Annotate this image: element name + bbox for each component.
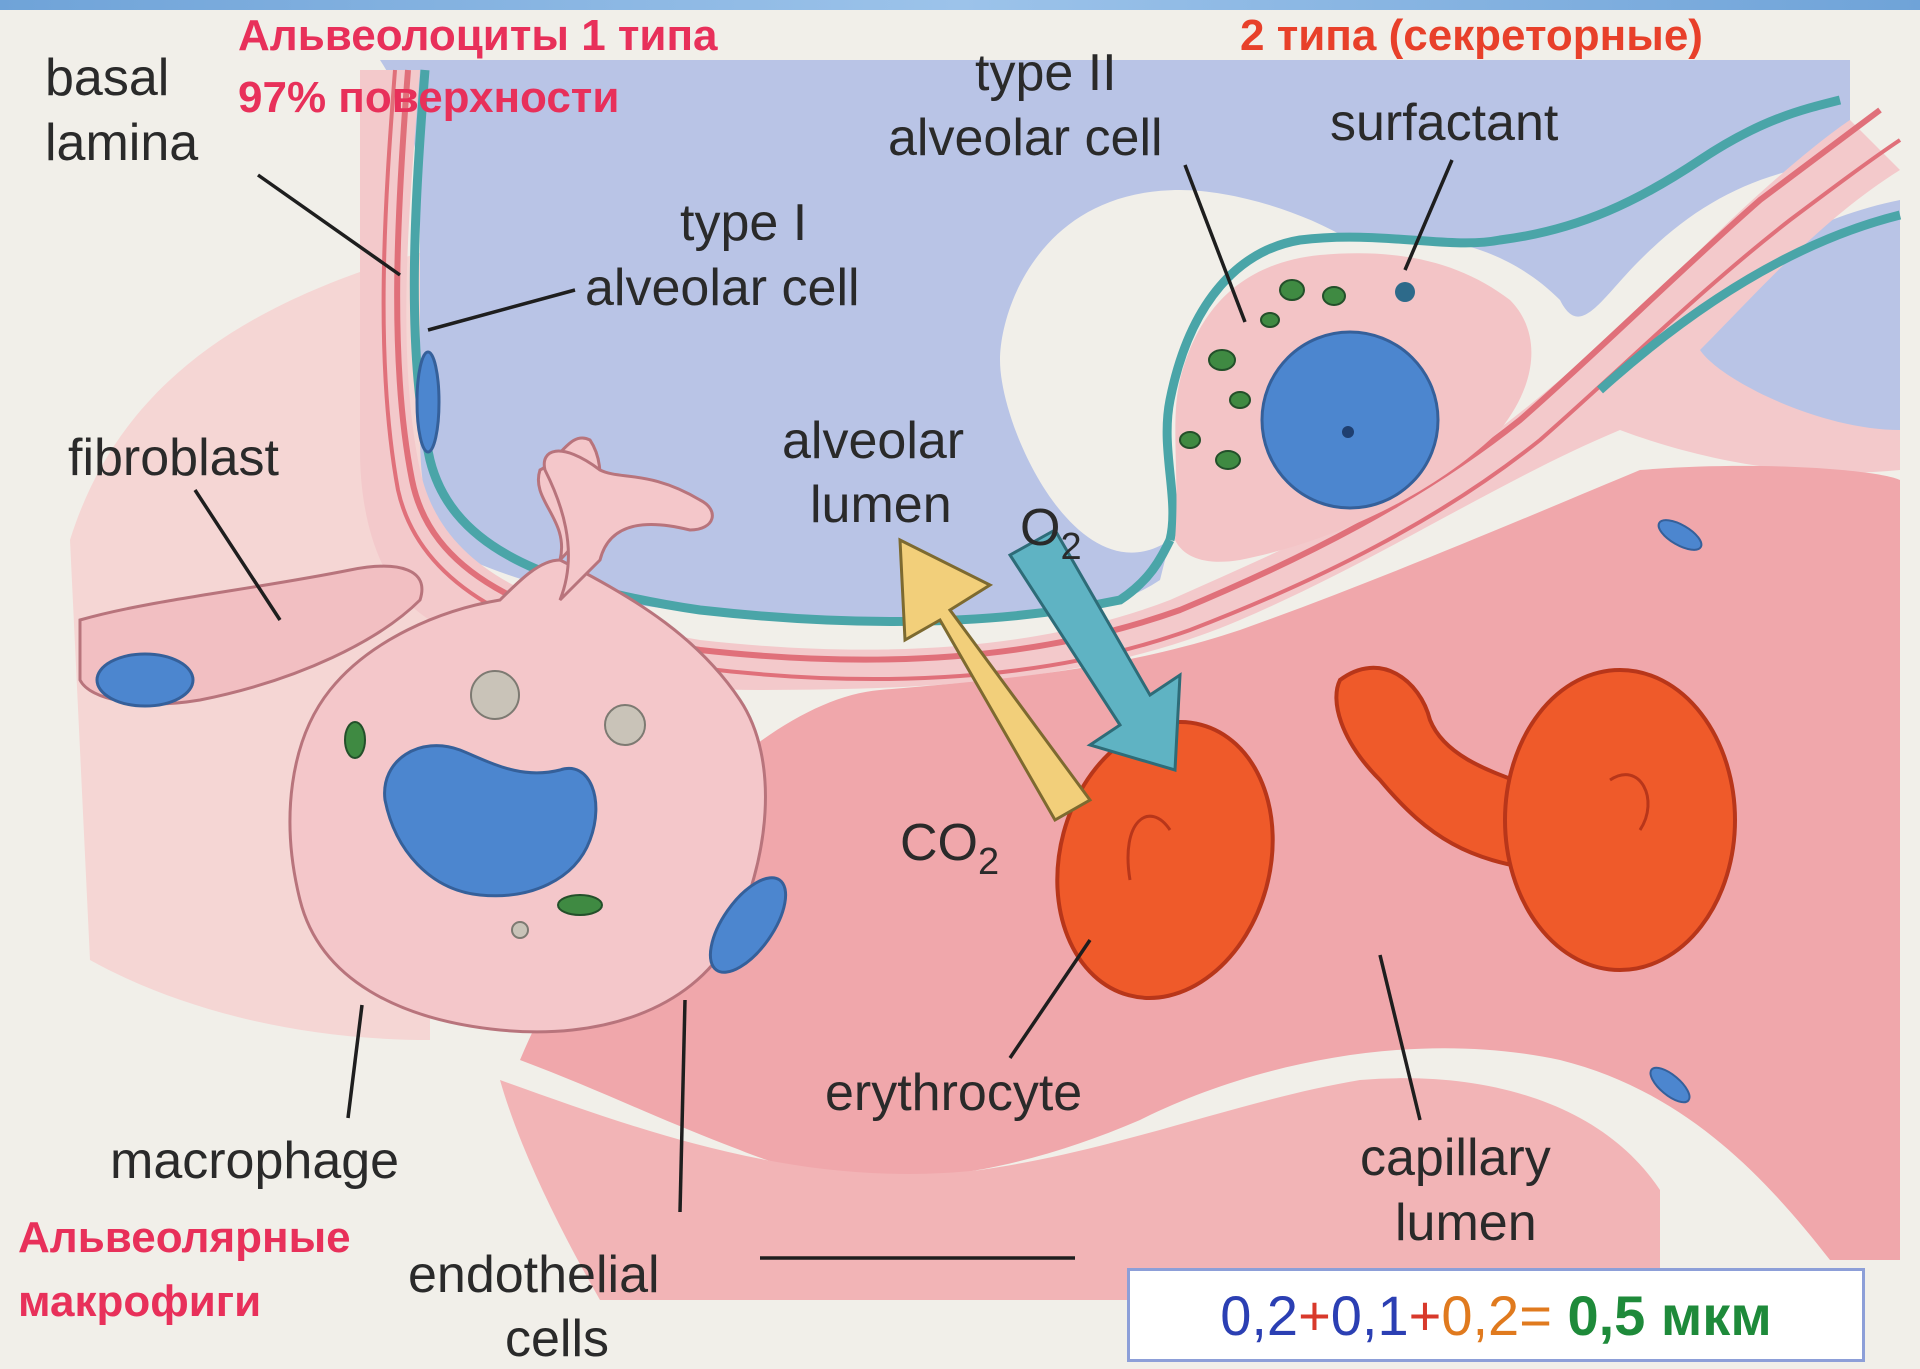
label-fibroblast: fibroblast <box>68 429 280 487</box>
formula-plus-1: + <box>1298 1283 1331 1348</box>
formula-plus-2: + <box>1409 1283 1442 1348</box>
label-erythrocyte: erythrocyte <box>825 1064 1082 1122</box>
label-type-ii: type II <box>975 44 1117 102</box>
label-surfactant: surfactant <box>1330 94 1559 152</box>
formula-result: 0,5 мкм <box>1567 1283 1771 1348</box>
barrier-thickness-formula: 0,2+0,1+0,2= 0,5 мкм <box>1127 1268 1865 1362</box>
label-capillary: capillary <box>1360 1129 1551 1187</box>
type-i-nucleus <box>417 352 439 452</box>
label-basal: basal <box>45 49 169 107</box>
type-ii-nucleolus <box>1342 426 1354 438</box>
ru-label-type-i: Альвеолоциты 1 типа <box>238 11 718 60</box>
label-type-ii-cell: alveolar cell <box>888 109 1163 167</box>
label-lamina: lamina <box>45 114 198 172</box>
label-alveolar: alveolar <box>782 412 964 470</box>
surfactant-particle <box>1395 282 1415 302</box>
ru-label-macrophages-2: макрофиги <box>18 1277 261 1326</box>
label-endothelial: endothelial <box>408 1246 660 1304</box>
formula-term-3: 0,2 <box>1441 1283 1519 1348</box>
ru-label-macrophages: Альвеолярные <box>18 1213 351 1262</box>
fibroblast-nucleus <box>97 654 193 706</box>
label-type-i: type I <box>680 194 807 252</box>
ru-label-type-ii: 2 типа (секреторные) <box>1240 11 1703 60</box>
ru-label-surface: 97% поверхности <box>238 73 619 122</box>
label-type-i-cell: alveolar cell <box>585 259 860 317</box>
label-endothelial-cells: cells <box>505 1310 609 1368</box>
formula-equals: = <box>1519 1283 1552 1348</box>
formula-term-2: 0,1 <box>1331 1283 1409 1348</box>
formula-term-1: 0,2 <box>1220 1283 1298 1348</box>
label-macrophage: macrophage <box>110 1132 399 1190</box>
label-alveolar-lumen: lumen <box>810 476 952 534</box>
type-ii-nucleus <box>1262 332 1438 508</box>
label-capillary-lumen: lumen <box>1395 1194 1537 1252</box>
